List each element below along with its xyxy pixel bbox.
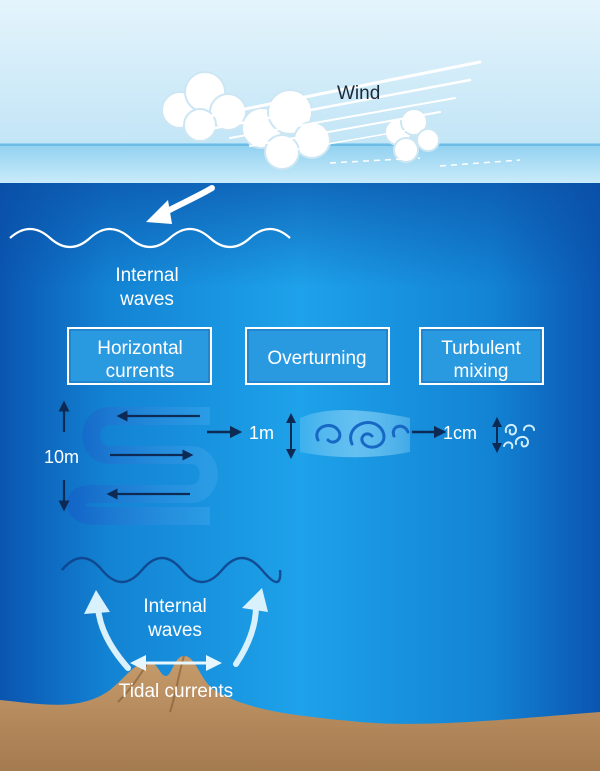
- horizontal-currents-box: Horizontal currents: [68, 328, 211, 384]
- turbulent-mixing-label-line2: mixing: [454, 361, 509, 382]
- overturning-illustration: [300, 410, 410, 457]
- lower-waves-label-line2: waves: [147, 620, 202, 641]
- horizontal-currents-label-line2: currents: [106, 361, 175, 382]
- scale-10m-label: 10m: [44, 447, 79, 467]
- horizontal-currents-label-line1: Horizontal: [97, 338, 183, 359]
- upper-waves-label-line1: Internal: [115, 265, 178, 286]
- turbulent-mixing-label-line1: Turbulent: [441, 338, 521, 359]
- overturning-box: Overturning: [246, 328, 389, 384]
- overturning-label: Overturning: [267, 348, 366, 369]
- lower-waves-label-line1: Internal: [143, 596, 206, 617]
- scale-1m-label: 1m: [249, 423, 274, 443]
- turbulent-mixing-box: Turbulent mixing: [420, 328, 543, 384]
- scale-1cm-label: 1cm: [443, 423, 477, 443]
- upper-waves-label-line2: waves: [119, 289, 174, 310]
- tidal-currents-label: Tidal currents: [119, 681, 233, 702]
- wind-label: Wind: [337, 83, 380, 104]
